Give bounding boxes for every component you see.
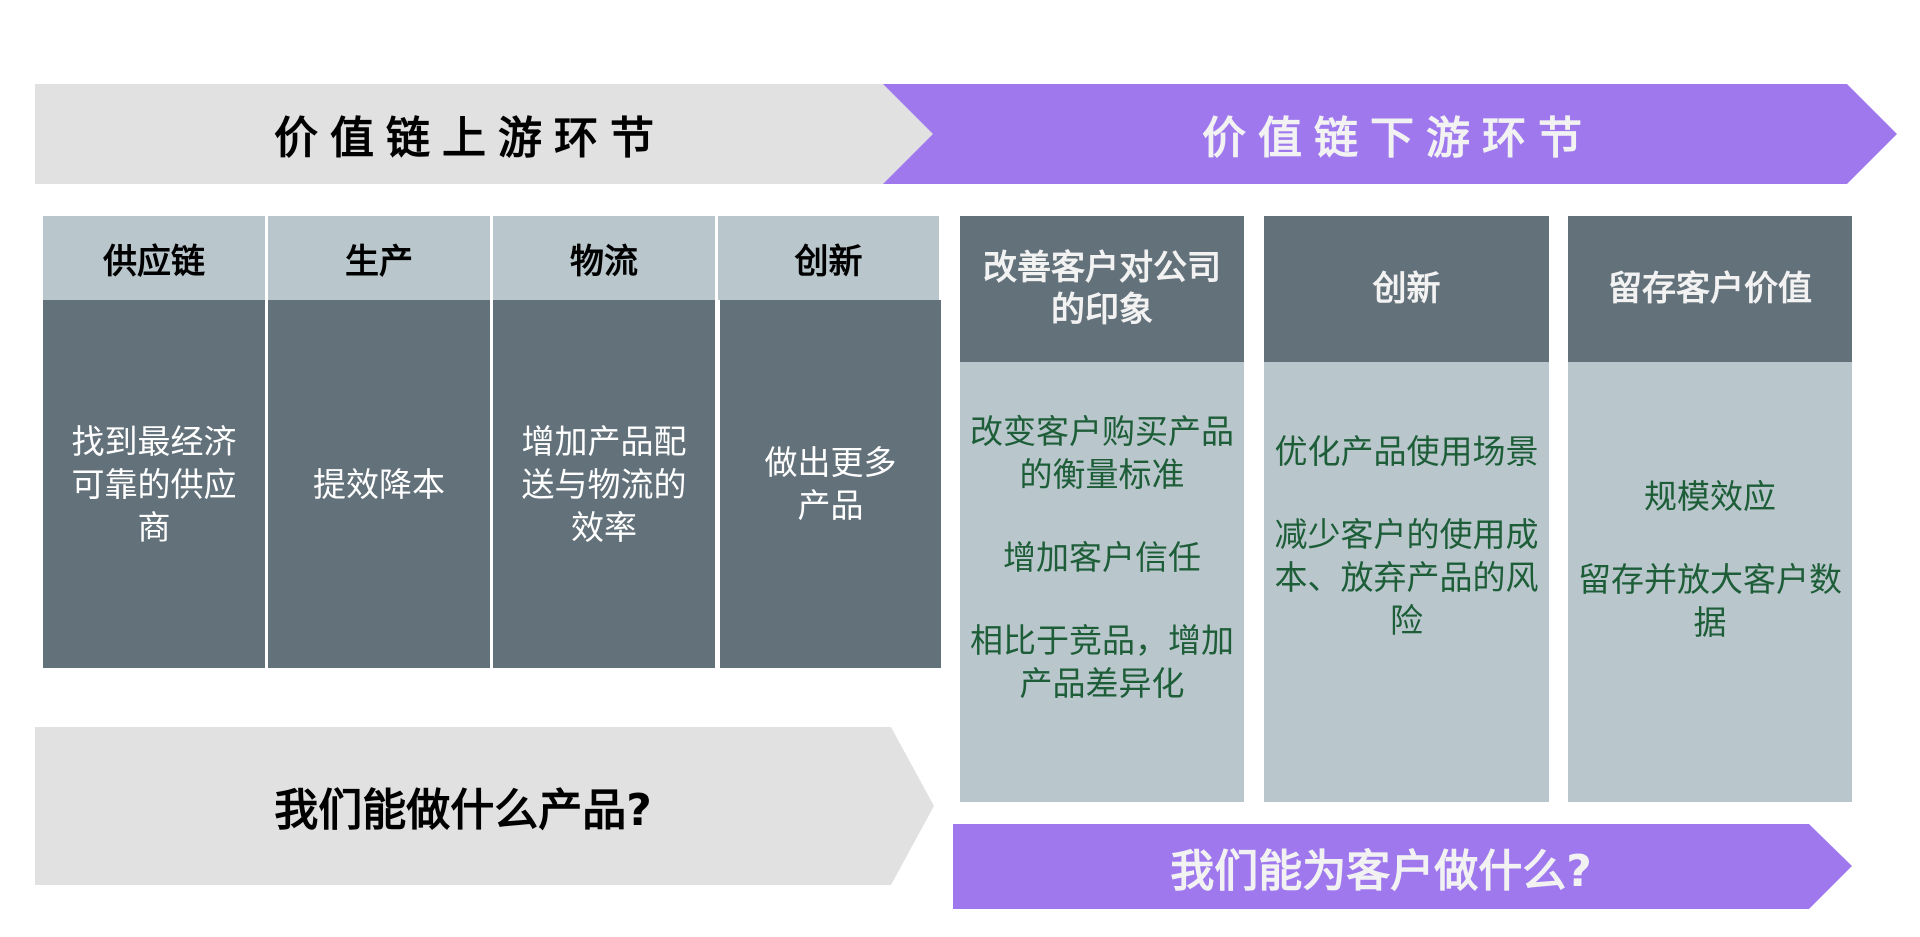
downstream-body-innovation: 优化产品使用场景 减少客户的使用成本、放弃产品的风险 <box>1264 362 1549 802</box>
list-item: 规模效应 <box>1644 477 1776 516</box>
upstream-title: 价值链上游环节 <box>274 113 666 164</box>
downstream-body-retention: 规模效应 留存并放大客户数据 <box>1568 362 1852 802</box>
downstream-header-innovation: 创新 <box>1264 216 1549 362</box>
downstream-title-arrow <box>883 84 1897 184</box>
upstream-title-arrow <box>35 84 933 184</box>
list-item: 相比于竞品，增加产品差异化 <box>970 621 1234 703</box>
list-item: 减少客户的使用成本、放弃产品的风险 <box>1274 515 1539 640</box>
upstream-body-logistics: 增加产品配送与物流的效率 <box>493 300 715 668</box>
downstream-header-impression: 改善客户对公司的印象 <box>960 216 1244 362</box>
downstream-body-impression: 改变客户购买产品的衡量标准 增加客户信任 相比于竞品，增加产品差异化 <box>960 362 1244 802</box>
upstream-header-production: 生产 <box>268 216 490 300</box>
downstream-question-arrow <box>953 824 1852 909</box>
list-item: 优化产品使用场景 <box>1274 432 1539 471</box>
list-item: 增加客户信任 <box>1003 538 1201 577</box>
upstream-body-supply-chain: 找到最经济可靠的供应商 <box>43 300 265 668</box>
upstream-question-arrow <box>35 727 934 885</box>
upstream-header-innovation: 创新 <box>718 216 939 300</box>
upstream-body-innovation: 做出更多产品 <box>720 300 941 668</box>
upstream-question: 我们能做什么产品? <box>274 785 652 836</box>
list-item: 改变客户购买产品的衡量标准 <box>970 412 1234 494</box>
downstream-question: 我们能为客户做什么? <box>1170 845 1592 897</box>
upstream-header-supply-chain: 供应链 <box>43 216 265 300</box>
upstream-header-logistics: 物流 <box>493 216 715 300</box>
list-item: 留存并放大客户数据 <box>1578 560 1842 642</box>
downstream-header-retention: 留存客户价值 <box>1568 216 1852 362</box>
downstream-title: 价值链下游环节 <box>1202 113 1594 164</box>
upstream-body-production: 提效降本 <box>268 300 490 668</box>
